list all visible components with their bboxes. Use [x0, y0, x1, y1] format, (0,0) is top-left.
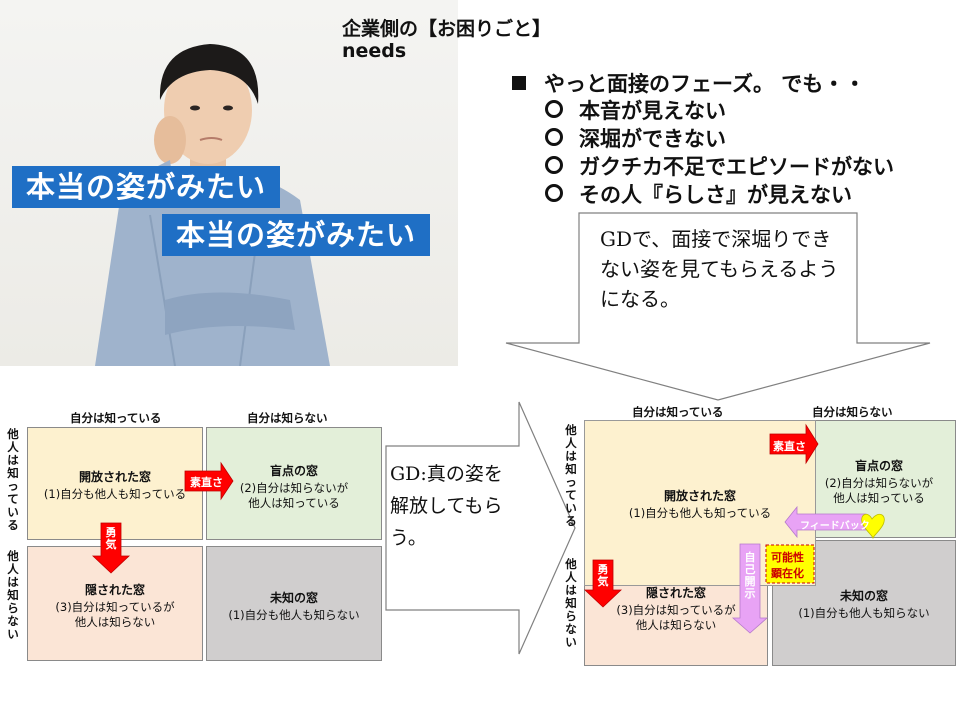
banner-text-1: 本当の姿がみたい — [12, 166, 281, 208]
blind-window-desc: (2)自分は知らないが — [824, 476, 934, 490]
row-label-unknown: 他人は知らない — [565, 557, 577, 649]
yuki-arrow-shape — [583, 559, 623, 608]
hidden-window-title: 隠された窓 — [645, 586, 706, 600]
hidden-window-desc: 他人は知らない — [635, 618, 717, 632]
column-label-unknown: 自分は知らない — [812, 405, 893, 419]
potential-box — [765, 544, 815, 584]
yuki-label: 勇気 — [597, 563, 609, 588]
blind-window: 盲点の窓 (2)自分は知らないが 他人は知っている — [206, 427, 382, 540]
blind-window-desc: 他人は知っている — [833, 491, 925, 505]
open-window: 開放された窓 (1)自分も他人も知っている — [27, 427, 203, 540]
right-arrow-shape — [385, 401, 576, 655]
sunao-arrow-shape — [769, 423, 819, 465]
callout-text: GDで、面接で深堀りでき ない姿を見てもらえるよう になる。 — [600, 224, 840, 314]
blind-window-desc: (2)自分は知らないが — [239, 481, 349, 495]
phase-item-text: 深堀ができない — [579, 127, 726, 151]
header-subtitle: needs — [342, 40, 407, 62]
hidden-window-desc: (3)自分は知っているが — [616, 603, 736, 617]
open-window-title: 開放された窓 — [78, 470, 151, 484]
potential-label-2: 顕在化 — [771, 567, 804, 580]
open-window-desc: (1)自分も他人も知っている — [43, 487, 187, 501]
blind-window-desc: 他人は知っている — [248, 496, 340, 510]
callout-line: ない姿を見てもらえるよう — [600, 257, 839, 281]
unknown-window-title: 未知の窓 — [839, 589, 888, 603]
self-disclosure-arrow-shape — [731, 543, 769, 634]
phase-item-text: その人『らしさ』が見えない — [579, 183, 852, 207]
potential-label-1: 可能性 — [771, 551, 804, 564]
row-label-known: 他人は知っている — [7, 427, 19, 532]
phase-item: 深堀ができない — [545, 125, 726, 153]
yuki-arrow-shape — [91, 522, 131, 574]
unknown-window: 未知の窓 (1)自分も他人も知らない — [772, 540, 956, 666]
header-title: 企業側の【お困りごと】 — [342, 18, 552, 40]
row-label-known: 他人は知っている — [565, 423, 577, 528]
gd-line: 解放してもらう。 — [390, 495, 503, 549]
phase-item: その人『らしさ』が見えない — [545, 181, 852, 209]
unknown-window-desc: (1)自分も他人も知らない — [798, 606, 930, 620]
column-label-known: 自分は知っている — [70, 411, 162, 425]
hidden-window-desc: 他人は知らない — [74, 615, 156, 629]
phase-item-text: ガクチカ不足でエピソードがない — [579, 155, 894, 179]
column-label-unknown: 自分は知らない — [247, 411, 328, 425]
square-bullet-icon — [512, 76, 526, 90]
blind-window-title: 盲点の窓 — [854, 459, 903, 473]
open-window-desc: (1)自分も他人も知っている — [628, 506, 772, 520]
self-disclosure-label: 自己開示 — [744, 551, 756, 600]
down-arrow-shape — [505, 212, 931, 401]
blind-window-title: 盲点の窓 — [269, 464, 318, 478]
unknown-window: 未知の窓 (1)自分も他人も知らない — [206, 546, 382, 661]
feedback-label: フィードバック — [800, 521, 870, 532]
gd-text: GD:真の姿を 解放してもらう。 — [390, 458, 530, 554]
column-label-known: 自分は知っている — [632, 405, 724, 419]
phase-lead-text: やっと面接のフェーズ。 でも・・ — [544, 72, 866, 96]
heart-icon — [861, 513, 885, 540]
hidden-window-desc: (3)自分は知っているが — [55, 600, 175, 614]
circle-bullet-icon — [545, 100, 563, 118]
sunao-arrow-shape — [184, 461, 234, 501]
photo-panel: 本当の姿がみたい 本当の姿がみたい — [0, 0, 458, 366]
callout-line: になる。 — [600, 287, 680, 311]
yuki-label: 勇気 — [105, 526, 117, 551]
open-window-title: 開放された窓 — [663, 489, 736, 503]
phase-lead: やっと面接のフェーズ。 でも・・ — [512, 70, 865, 98]
feedback-arrow-shape — [784, 505, 867, 539]
callout-line: GDで、面接で深堀りでき — [600, 227, 832, 251]
unknown-window-title: 未知の窓 — [269, 591, 318, 605]
unknown-window-desc: (1)自分も他人も知らない — [228, 608, 360, 622]
circle-bullet-icon — [545, 128, 563, 146]
hidden-window-title: 隠された窓 — [84, 583, 145, 597]
phase-item: ガクチカ不足でエピソードがない — [545, 153, 894, 181]
sunao-label: 素直さ — [773, 440, 806, 453]
circle-bullet-icon — [545, 156, 563, 174]
row-label-unknown: 他人は知らない — [7, 549, 19, 641]
phase-item-text: 本音が見えない — [579, 99, 726, 123]
sunao-label: 素直さ — [190, 476, 223, 489]
gd-line: GD:真の姿を — [390, 463, 503, 485]
banner-text-2: 本当の姿がみたい — [162, 214, 431, 256]
circle-bullet-icon — [545, 184, 563, 202]
phase-item: 本音が見えない — [545, 97, 726, 125]
